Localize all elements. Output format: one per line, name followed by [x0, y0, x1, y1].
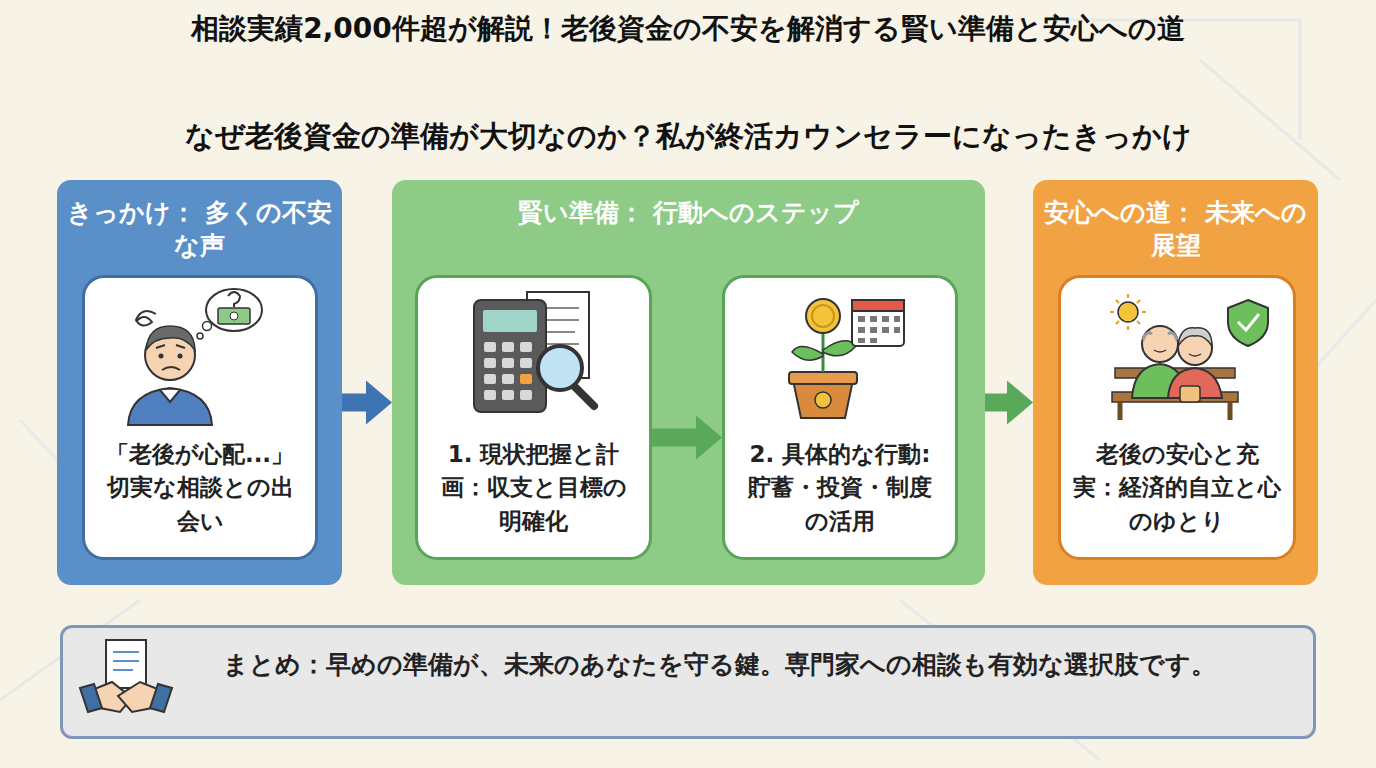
- calculator-icon: [474, 292, 594, 412]
- panel-heading: 賢い準備： 行動へのステップ: [402, 196, 975, 229]
- step-card: 1. 現状把握と計画：収支と目標の明確化: [415, 275, 652, 560]
- worried-person-icon: [128, 289, 262, 425]
- panel-heading: 安心への道： 未来への展望: [1043, 196, 1308, 262]
- page-title: 相談実績2,000件超が解説！老後資金の不安を解消する賢い準備と安心への道: [0, 10, 1376, 48]
- card-text: 1. 現状把握と計画：収支と目標の明確化: [430, 438, 637, 538]
- elderly-couple-icon: [1110, 294, 1268, 420]
- summary-text: まとめ：早めの準備が、未来のあなたを守る鍵。専門家への相談も有効な選択肢です。: [223, 646, 1283, 685]
- flow-arrow: [652, 416, 722, 460]
- panel-heading: きっかけ： 多くの不安な声: [67, 196, 332, 262]
- step-card: 「老後が心配...」 切実な相談との出会い: [82, 275, 318, 560]
- handshake-icon: [80, 640, 172, 712]
- flow-arrow: [342, 381, 392, 425]
- stage-panel: 安心への道： 未来への展望老後の安心と充実：経済的自立と心のゆとり: [1033, 180, 1318, 585]
- card-text: 「老後が心配...」 切実な相談との出会い: [97, 438, 303, 538]
- step-card: 2. 具体的な行動: 貯蓄・投資・制度の活用: [722, 275, 958, 560]
- subtitle: なぜ老後資金の準備が大切なのか？私が終活カウンセラーになったきっかけ: [0, 117, 1376, 157]
- summary-box: まとめ：早めの準備が、未来のあなたを守る鍵。専門家への相談も有効な選択肢です。: [60, 625, 1316, 739]
- card-text: 2. 具体的な行動: 貯蓄・投資・制度の活用: [737, 438, 943, 538]
- card-text: 老後の安心と充実：経済的自立と心のゆとり: [1073, 438, 1281, 538]
- flow-arrow: [985, 381, 1033, 425]
- stage-panel: 賢い準備： 行動へのステップ 1. 現状把握と計画：収支と目標の明確化 2. 具体的…: [392, 180, 985, 585]
- plant-growth-icon: [789, 299, 904, 418]
- stage-panel: きっかけ： 多くの不安な声「老後が心配...」 切実な相談との出会い: [57, 180, 342, 585]
- step-card: 老後の安心と充実：経済的自立と心のゆとり: [1058, 275, 1296, 560]
